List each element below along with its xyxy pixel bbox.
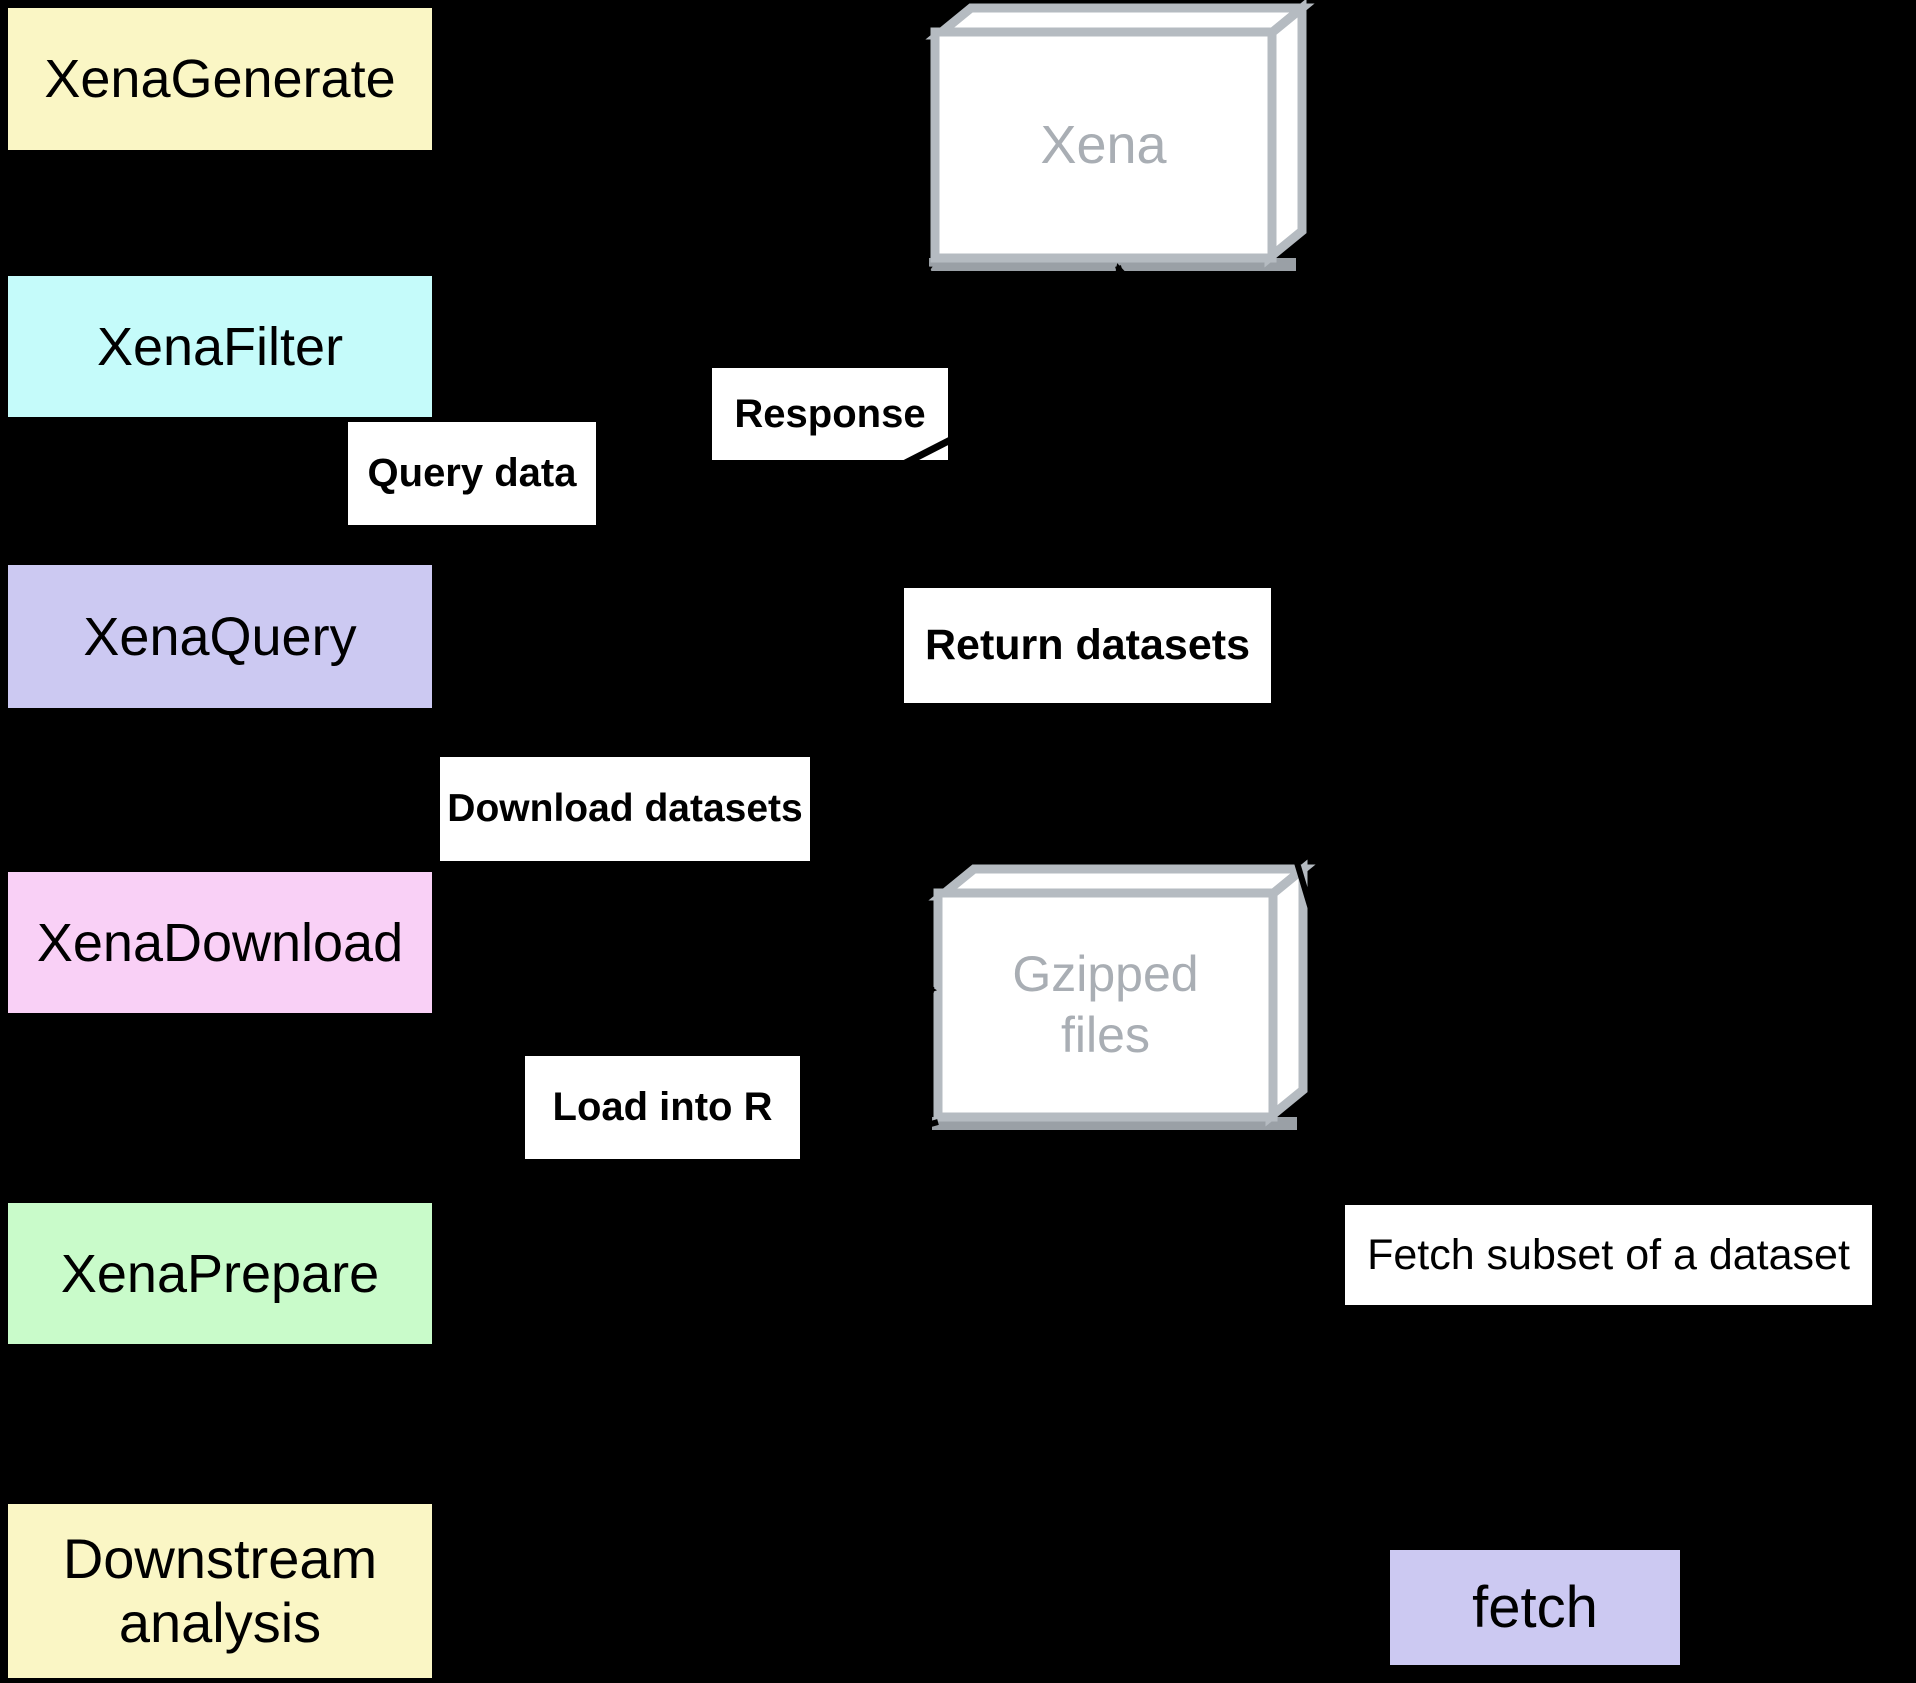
return-datasets-text: Return datasets: [925, 621, 1250, 669]
xenafilter-box: XenaFilter: [8, 276, 432, 417]
download-datasets-label: Download datasets: [440, 757, 810, 861]
downstream-analysis-box: Downstream analysis: [8, 1504, 432, 1678]
gzipped-files-box-shape: [928, 859, 1316, 1130]
load-into-r-label: Load into R: [525, 1056, 800, 1159]
xenadownload-label: XenaDownload: [36, 912, 404, 973]
xenaquery-label: XenaQuery: [83, 606, 357, 667]
fetch-subset-text: Fetch subset of a dataset: [1367, 1230, 1850, 1279]
xenagenerate-label: XenaGenerate: [44, 49, 396, 109]
xenaquery-box: XenaQuery: [8, 565, 432, 708]
download-datasets-text: Download datasets: [447, 787, 803, 830]
xenaprepare-label: XenaPrepare: [60, 1243, 380, 1304]
fetch-box: fetch: [1390, 1550, 1680, 1665]
response-label: Response: [712, 368, 948, 460]
xenaprepare-box: XenaPrepare: [8, 1203, 432, 1344]
xenadownload-box: XenaDownload: [8, 872, 432, 1013]
downstream-analysis-label: Downstream analysis: [62, 1526, 378, 1654]
xenagenerate-box: XenaGenerate: [8, 8, 432, 150]
response-text: Response: [734, 391, 926, 436]
fetch-subset-label: Fetch subset of a dataset: [1345, 1205, 1872, 1305]
query-data-label: Query data: [348, 422, 596, 525]
fetch-label: fetch: [1472, 1575, 1598, 1640]
return-datasets-label: Return datasets: [904, 588, 1271, 703]
xena-hub-box-shape: [925, 0, 1315, 271]
query-data-text: Query data: [367, 451, 577, 495]
load-into-r-text: Load into R: [552, 1085, 773, 1129]
xenafilter-label: XenaFilter: [96, 316, 344, 377]
